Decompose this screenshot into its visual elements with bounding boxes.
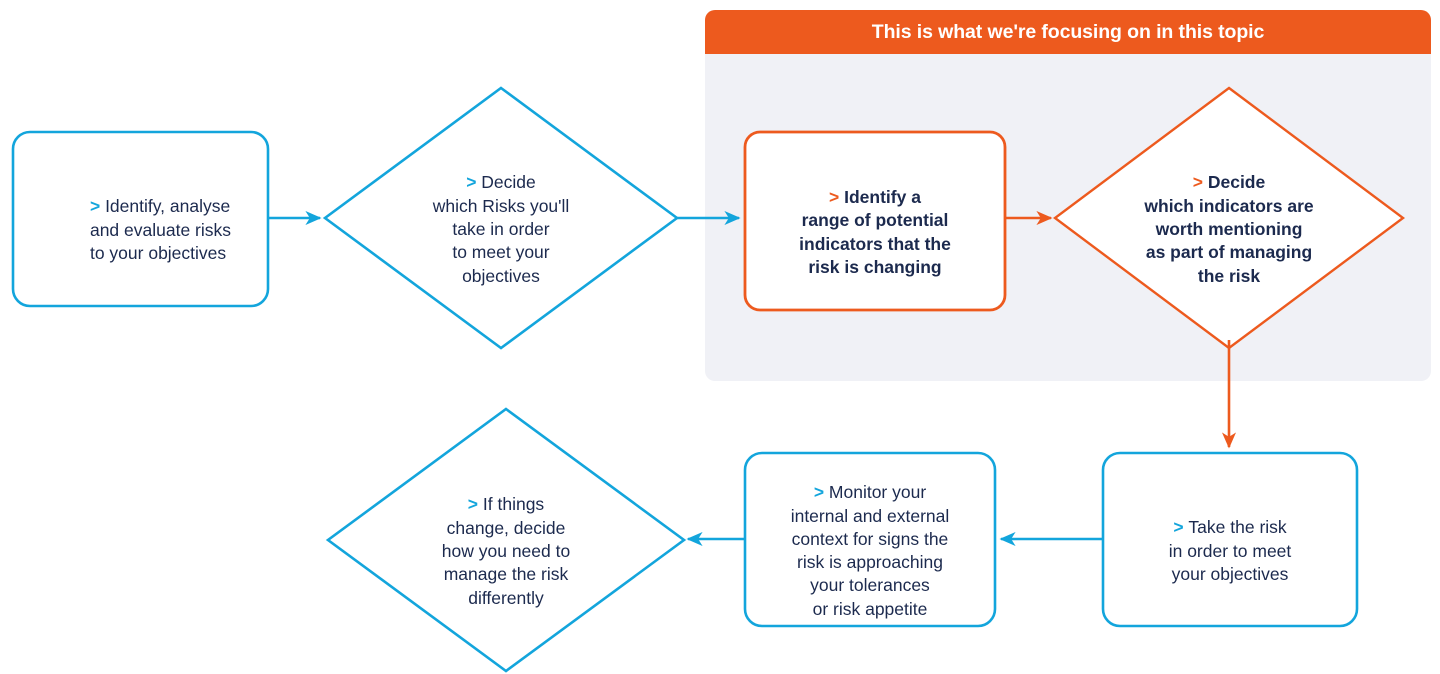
node-text: Identify, analyse and evaluate risks to …	[89, 196, 232, 263]
node-label-decide-which-risks: > Decide which Risks you'll take in orde…	[325, 88, 677, 348]
node-text: Take the risk in order to meet your obje…	[1168, 517, 1292, 584]
chevron-icon: >	[1173, 517, 1189, 538]
node-text: Identify a range of potential indicators…	[799, 187, 951, 277]
node-monitor-context[interactable]	[743, 451, 997, 628]
node-label-identify-evaluate-risks: > Identify, analyse and evaluate risks t…	[12, 131, 268, 306]
node-text: Decide which Risks you'll take in order …	[432, 172, 570, 286]
chevron-icon: >	[813, 482, 829, 503]
chevron-icon: >	[467, 494, 483, 515]
chevron-icon: >	[1192, 172, 1208, 193]
chevron-icon: >	[466, 172, 482, 193]
focus-panel-header-label: This is what we're focusing on in this t…	[871, 20, 1265, 43]
node-text: Decide which indicators are worth mentio…	[1144, 172, 1314, 286]
node-take-the-risk[interactable]	[1101, 451, 1359, 628]
chevron-icon: >	[829, 187, 845, 208]
focus-panel-header: This is what we're focusing on in this t…	[705, 10, 1431, 54]
chevron-icon: >	[89, 196, 106, 217]
node-label-decide-which-indicators: > Decide which indicators are worth ment…	[1055, 88, 1403, 348]
node-text: If things change, decide how you need to…	[441, 494, 571, 608]
node-decide-which-risks[interactable]	[322, 86, 680, 350]
node-text: Monitor your internal and external conte…	[790, 482, 950, 619]
node-label-take-the-risk: > Take the risk in order to meet your ob…	[1102, 452, 1358, 627]
node-identify-potential-indicators[interactable]	[743, 130, 1007, 312]
node-label-monitor-context: > Monitor your internal and external con…	[744, 452, 996, 627]
node-if-things-change[interactable]	[325, 407, 687, 673]
node-label-identify-potential-indicators: > Identify a range of potential indicato…	[744, 131, 1006, 311]
node-label-if-things-change: > If things change, decide how you need …	[328, 409, 684, 671]
